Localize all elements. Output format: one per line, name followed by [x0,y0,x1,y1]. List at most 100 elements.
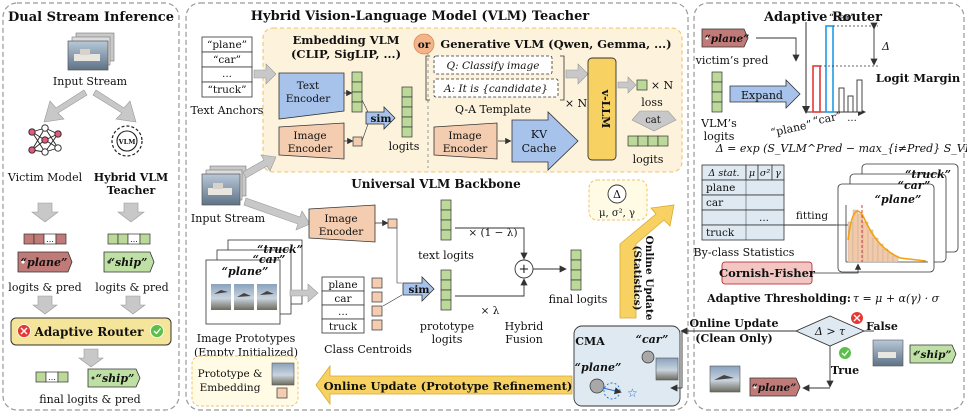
loss-label: loss [641,96,663,109]
sim-label-top: sim [370,113,391,125]
cma-plane: “plane” [575,361,622,374]
victim-pred-text: “plane” [21,256,68,269]
down-arrow-router-r [120,295,146,315]
online-update-stats-arrow [619,204,675,319]
text-anchors-label: Text Anchors [191,104,264,117]
router-vlm-logits-2: logits [704,130,735,143]
true-label: True [831,364,859,377]
prototype-logits-column [440,269,452,311]
teacher-logits-ellipsis: ... [130,235,138,244]
backbone-input-label: Input Stream [191,212,266,225]
clean-only-label: (Clean Only) [695,332,772,345]
anchor-car: “car” [213,54,241,66]
gen-image-encoder-block [433,122,498,160]
image-prototypes-label-1: Image Prototypes [197,332,296,345]
fusion-plus: + [519,262,530,277]
down-arrow-victim [31,202,59,223]
generative-vlm-title: Generative VLM (Qwen, Gemma, ...) [440,37,671,51]
text-encoder-label-1: Text [297,80,320,92]
middle-panel-title: Hybrid Vision-Language Model (VLM) Teach… [251,9,590,24]
split-arrow-right [92,89,137,123]
input-stream-label: Input Stream [53,75,128,88]
true-pred-tag [749,377,801,397]
by-class-stats-table: Δ stat. μ σ² γ plane car ... truck [701,164,785,241]
true-image [709,365,741,393]
margin-formula: Δ = exp (S_VLM^Pred − max_{i≠Pred} S_VLM… [715,142,967,155]
by-class-label: By-class Statistics [694,246,795,259]
victim-logits-pred-label: logits & pred [8,281,81,294]
final-logits-column [570,249,582,291]
sim-arrow-bottom [402,276,435,302]
svg-text:“truck”: “truck” [905,168,951,181]
class-centroids-label: Class Centroids [324,343,412,356]
cma-car: “car” [636,333,669,346]
online-update-stats-1: Online Update [643,236,655,321]
gen-image-encoder-label-1: Image [448,130,481,142]
qa-question-box [433,55,553,75]
bar-dots-label: ... [847,113,857,124]
stat-header-sigma: σ² [760,168,770,179]
accept-icon [150,324,164,338]
stats-delta: Δ [613,188,621,201]
proto-legend-image [271,362,295,386]
bar-plane-label: “plane” [769,118,813,139]
online-update-proto-label: Online Update (Prototype Refinement) [324,379,573,393]
stat-header-gamma: γ [775,168,781,179]
loss-cell [636,79,648,91]
svg-text:“car”: “car” [898,179,931,192]
stat-row-plane: plane [706,182,735,194]
prototype-logits-label-1: prototype [420,320,474,333]
cma-image [655,357,679,381]
bar-5 [856,79,863,113]
final-logits-label-mid: final logits [549,293,608,306]
v-llm-label: v-LLM [599,89,612,129]
bar-car [825,25,834,113]
stat-header-mu: μ [749,168,755,179]
qa-question-text: Q: Classify image [447,60,540,72]
backbone-embedding-cell [387,218,398,229]
expand-label: Expand [741,89,783,102]
adaptive-router-label: Adaptive Router [34,325,145,339]
arrow-llm-to-loss [617,76,637,94]
image-encoder-label-2: Encoder [288,143,334,155]
anchor-ellipsis: ... [222,68,232,80]
centroid-plane: plane [328,279,357,291]
left-panel-frame [2,2,180,411]
cma-car-dot [641,350,655,364]
teacher-pred-tag [103,251,155,273]
star-icon: ☆ [627,386,638,400]
router-vlm-logits-column [711,71,723,113]
tau-formula: τ = μ + α(γ) · σ [853,292,940,305]
qa-answer-text: A: It is {candidate} [443,83,548,95]
or-label: or [418,39,431,51]
qa-template-label: Q-A Template [455,103,531,116]
text-embedding-column [351,71,363,113]
stat-row-car: car [706,197,724,209]
final-logits-label: final logits & pred [39,393,140,406]
svg-text:“plane”: “plane” [875,193,922,206]
arrow-proto-to-centroids [289,283,319,303]
final-logits-vector: ... [35,371,69,383]
bar-car-top-label: “car” [829,13,856,24]
vlm-brain-icon: VLM [111,125,143,157]
generative-logits-label: logits [633,153,664,166]
qa-times-n: × N [565,97,588,110]
adaptive-thresholding-label: Adaptive Thresholding: [706,292,851,305]
decision-label: Δ > τ [814,325,846,338]
kv-cache-arrow [511,111,579,171]
false-pred-text: “ship” [915,349,952,361]
online-update-stats-2: (Statistics) [631,245,643,310]
online-update-proto-arrow [315,364,573,406]
lambda-complement-label: × (1 − λ) [468,227,517,239]
down-arrow-router-l [32,295,58,315]
or-badge [413,33,435,55]
sim-label-bottom: sim [408,284,429,296]
text-encoder-block [278,72,345,120]
teacher-pred-text: “ship” [109,256,148,269]
router-victim-pred-text: “plane” [705,33,750,45]
cma-label: CMA [575,335,605,348]
adaptive-router-box [10,317,172,346]
generative-logits-row [627,135,669,147]
router-victim-pred-tag [701,28,749,48]
